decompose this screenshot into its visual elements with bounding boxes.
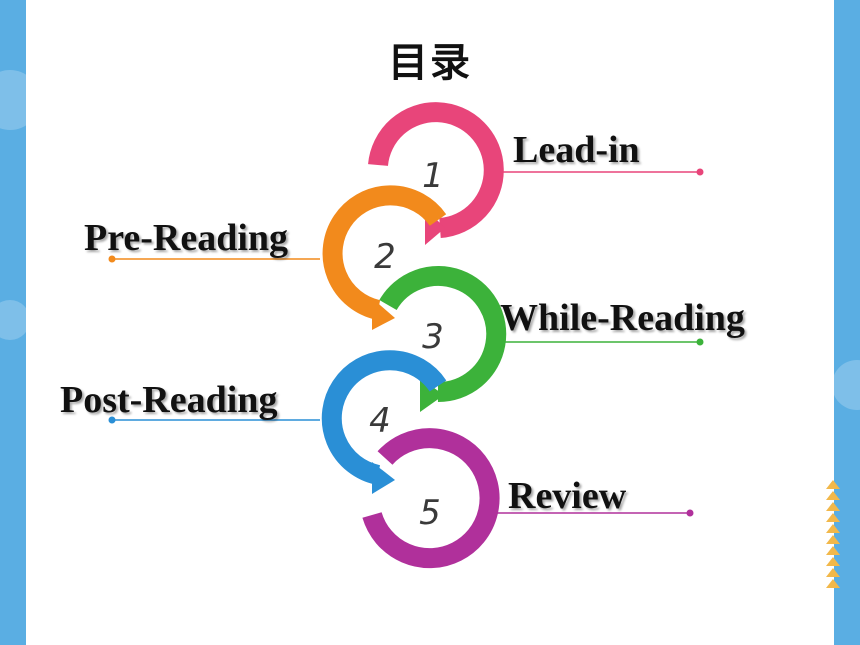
step-5-arc	[362, 428, 500, 569]
connector-dot	[696, 338, 704, 346]
connector-lines	[108, 168, 704, 517]
step-4-label[interactable]: Post-Reading	[60, 379, 278, 421]
left-frame	[0, 0, 26, 645]
step-2-arc	[322, 185, 447, 330]
step-5-label[interactable]: Review	[508, 475, 627, 517]
step-3-number: 3	[422, 317, 444, 357]
step-5-number: 5	[419, 493, 441, 533]
step-3-label[interactable]: While-Reading	[500, 297, 745, 339]
step-1-label[interactable]: Lead-in	[513, 129, 640, 171]
connector-dot	[696, 168, 704, 176]
step-2-label[interactable]: Pre-Reading	[84, 217, 289, 259]
step-1-number: 1	[422, 156, 444, 196]
step-4-number: 4	[369, 401, 391, 441]
connector-dot	[108, 255, 116, 263]
page-title: 目录	[388, 40, 472, 86]
step-2-number: 2	[374, 237, 396, 277]
connector-dot	[686, 509, 694, 517]
triangle-decoration	[823, 480, 843, 590]
connector-dot	[108, 416, 116, 424]
step-4-arc	[321, 350, 447, 494]
